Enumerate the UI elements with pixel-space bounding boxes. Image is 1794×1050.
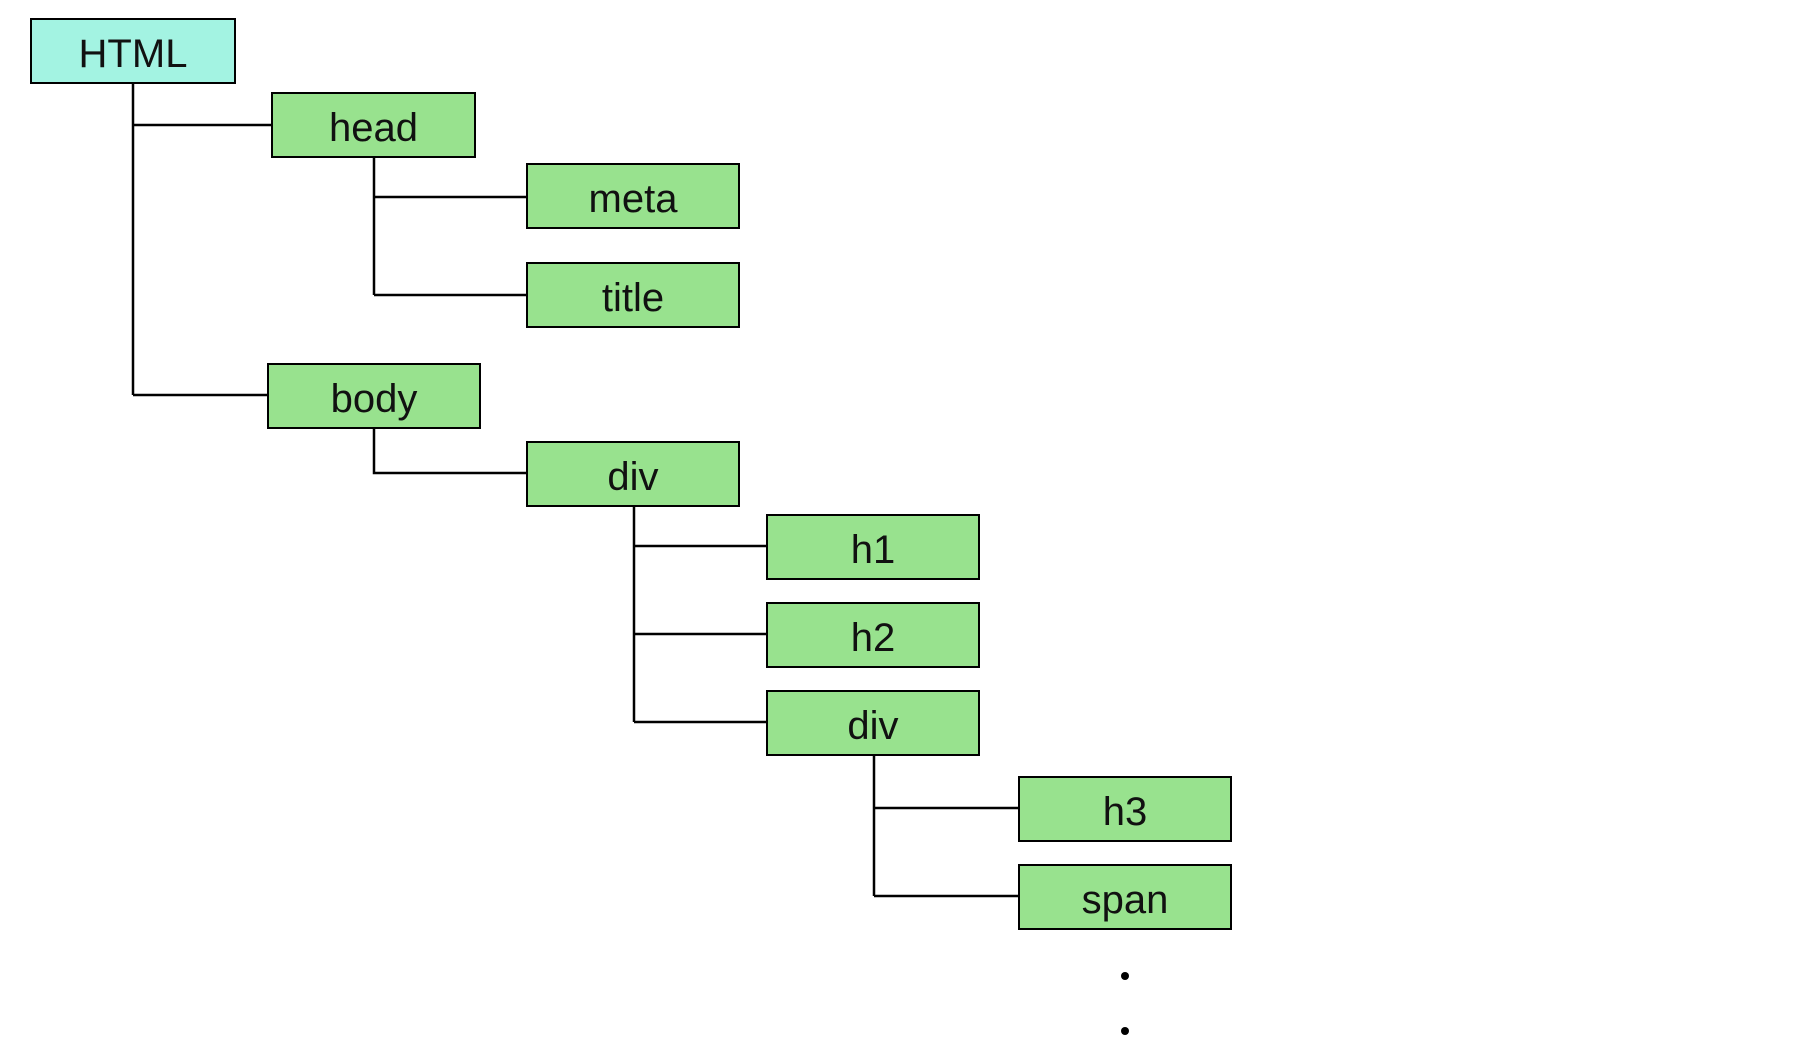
node-body: body bbox=[267, 363, 481, 429]
continuation-dot bbox=[1121, 1027, 1129, 1035]
node-head: head bbox=[271, 92, 476, 158]
node-html: HTML bbox=[30, 18, 236, 84]
continuation-dot bbox=[1121, 972, 1129, 980]
node-div-outer: div bbox=[526, 441, 740, 507]
node-h2: h2 bbox=[766, 602, 980, 668]
connector-body-div bbox=[372, 428, 527, 475]
node-h3: h3 bbox=[1018, 776, 1232, 842]
node-div-inner: div bbox=[766, 690, 980, 756]
node-span: span bbox=[1018, 864, 1232, 930]
node-h1: h1 bbox=[766, 514, 980, 580]
node-title: title bbox=[526, 262, 740, 328]
node-meta: meta bbox=[526, 163, 740, 229]
